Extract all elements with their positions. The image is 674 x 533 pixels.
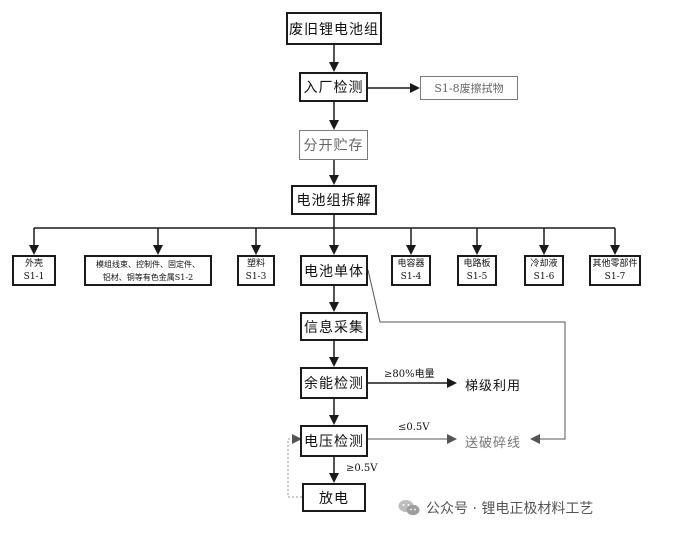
node-waste-battery-pack: 废旧锂电池组 <box>286 12 382 45</box>
output-coolant-name: 冷却液 <box>530 258 558 269</box>
output-capacitor: 电容器 S1-4 <box>391 255 431 286</box>
output-capacitor-name: 电容器 <box>397 258 425 269</box>
output-circuit-board-name: 电路板 <box>463 258 491 269</box>
output-circuit-board: 电路板 S1-5 <box>457 255 497 286</box>
output-circuit-board-code: S1-5 <box>466 271 488 282</box>
output-coolant: 冷却液 S1-6 <box>524 255 564 286</box>
output-capacitor-code: S1-4 <box>400 271 422 282</box>
label-voltage-condition-high: ≥0.5V <box>346 463 378 474</box>
output-plastic-name: 塑料 <box>246 258 265 269</box>
output-plastic-code: S1-3 <box>245 271 267 282</box>
label-voltage-condition-low: ≤0.5V <box>398 422 430 433</box>
label-capacity-condition: ≥80%电量 <box>384 369 435 380</box>
watermark: 公众号 · 锂电正极材料工艺 <box>398 498 593 518</box>
output-other-parts: 其他零部件 S1-7 <box>589 255 641 286</box>
output-coolant-code: S1-6 <box>533 271 555 282</box>
node-waste-wipes: S1-8废擦拭物 <box>420 76 518 100</box>
dotted-feedback-line <box>287 434 302 498</box>
node-voltage-test: 电压检测 <box>300 425 368 457</box>
node-info-collection: 信息采集 <box>300 312 368 341</box>
node-incoming-inspection: 入厂检测 <box>299 72 368 102</box>
output-module-parts: 模组线束、控制件、固定件、 铝材、铜等有色金属S1-2 <box>84 255 212 286</box>
output-module-parts-line2: 铝材、铜等有色金属S1-2 <box>102 272 194 282</box>
output-module-parts-line1: 模组线束、控制件、固定件、 <box>96 259 200 269</box>
label-cascade-utilization: 梯级利用 <box>465 379 522 394</box>
label-to-crushing-line: 送破碎线 <box>465 436 522 451</box>
output-shell-code: S1-1 <box>23 271 45 282</box>
output-plastic: 塑料 S1-3 <box>237 255 275 286</box>
node-battery-cell: 电池单体 <box>300 255 368 286</box>
node-discharge: 放电 <box>302 483 366 512</box>
output-shell-name: 外壳 <box>24 258 43 269</box>
node-capacity-test: 余能检测 <box>300 367 368 399</box>
watermark-text: 公众号 · 锂电正极材料工艺 <box>426 501 594 517</box>
arrow-cell-to-crushing <box>367 269 566 444</box>
wechat-icon <box>398 499 420 517</box>
node-pack-disassembly: 电池组拆解 <box>291 185 377 215</box>
output-other-parts-code: S1-7 <box>604 271 626 282</box>
node-separate-storage: 分开贮存 <box>299 130 368 160</box>
output-shell: 外壳 S1-1 <box>12 255 56 286</box>
output-other-parts-name: 其他零部件 <box>592 258 638 269</box>
